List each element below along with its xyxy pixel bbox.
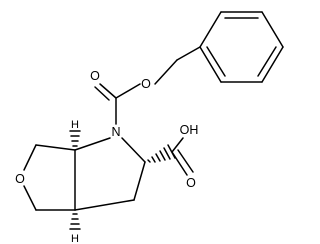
- bond: [35, 144, 76, 151]
- bond: [199, 46, 222, 83]
- stereo-hash-top: [69, 130, 81, 147]
- benzyl-linker: [115, 46, 201, 99]
- ring-oxygen-label: O: [15, 172, 25, 186]
- acid-hydroxyl-label: OH: [180, 123, 199, 137]
- acid-carbonyl-oxygen-label: O: [186, 176, 196, 190]
- bond: [171, 151, 188, 176]
- ester-oxygen-label: O: [141, 77, 151, 91]
- bond: [199, 11, 222, 48]
- bond: [121, 137, 146, 163]
- bond: [74, 137, 111, 151]
- bond: [23, 185, 37, 211]
- bond: [261, 46, 284, 83]
- chemical-structure: O O N O OH O H H: [15, 11, 284, 244]
- hashed-wedge-bond: [147, 144, 176, 163]
- nitrogen-label: N: [111, 125, 120, 139]
- carboxylic-acid: [147, 137, 194, 176]
- bond: [261, 11, 284, 48]
- bond: [23, 144, 37, 171]
- benzene-ring: [199, 11, 284, 83]
- bicyclic-core: [23, 137, 146, 211]
- stereo-hydrogen-bottom-label: H: [71, 233, 79, 244]
- bond: [133, 161, 146, 201]
- carbonyl-oxygen-label: O: [90, 69, 100, 83]
- atom-labels: O O N O OH O H H: [15, 69, 198, 244]
- carbonyl-double-bond: [177, 149, 194, 173]
- aromatic-double-bond: [257, 46, 277, 77]
- stereo-hash-bottom: [69, 213, 81, 230]
- bond: [176, 46, 201, 61]
- bond: [171, 137, 184, 153]
- bond: [154, 59, 178, 85]
- bond: [99, 83, 117, 99]
- aromatic-double-bond: [206, 46, 226, 77]
- stereo-hydrogen-top-label: H: [71, 119, 79, 131]
- carbamate-group: [94, 83, 117, 125]
- bond: [74, 199, 135, 211]
- bond: [115, 83, 141, 99]
- carbonyl-double-bond: [94, 86, 110, 101]
